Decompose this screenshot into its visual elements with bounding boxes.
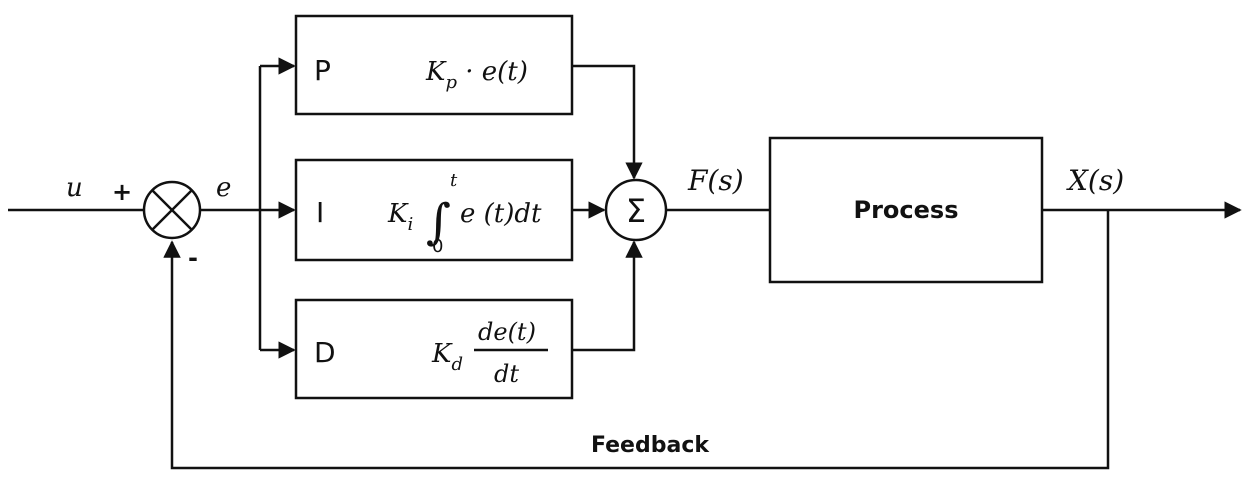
process-block: Process — [768, 136, 1044, 284]
input-label: u — [66, 173, 83, 203]
i-block-letter: I — [316, 196, 324, 229]
d-to-sum — [572, 240, 643, 352]
i-block: I Ki ∫ t 0 e (t)dt — [294, 158, 574, 262]
controller-output-label: F(s) — [687, 164, 744, 197]
p-block: P Kp · e(t) — [294, 14, 574, 116]
p-block-letter: P — [314, 54, 331, 87]
d-block-formula: Kd de(t) dt — [431, 318, 548, 388]
svg-text:dt: dt — [494, 360, 519, 388]
plus-sign: + — [112, 178, 132, 206]
output-label: X(s) — [1066, 164, 1124, 197]
d-block-letter: D — [314, 336, 336, 369]
svg-text:t: t — [450, 170, 458, 191]
summation-node: Σ — [604, 178, 668, 242]
d-block: D Kd de(t) dt — [294, 298, 574, 400]
feedback-label: Feedback — [591, 433, 710, 458]
svg-text:0: 0 — [432, 236, 443, 257]
svg-text:de(t): de(t) — [478, 318, 536, 346]
feedback-path — [163, 210, 1110, 470]
summation-symbol: Σ — [626, 192, 646, 230]
svg-text:∫: ∫ — [426, 194, 451, 250]
process-label: Process — [854, 196, 959, 224]
comparator-junction — [142, 180, 202, 240]
p-to-sum — [572, 64, 643, 180]
minus-sign: - — [188, 244, 198, 272]
svg-text:e (t)dt: e (t)dt — [460, 199, 542, 229]
error-label: e — [216, 173, 231, 203]
